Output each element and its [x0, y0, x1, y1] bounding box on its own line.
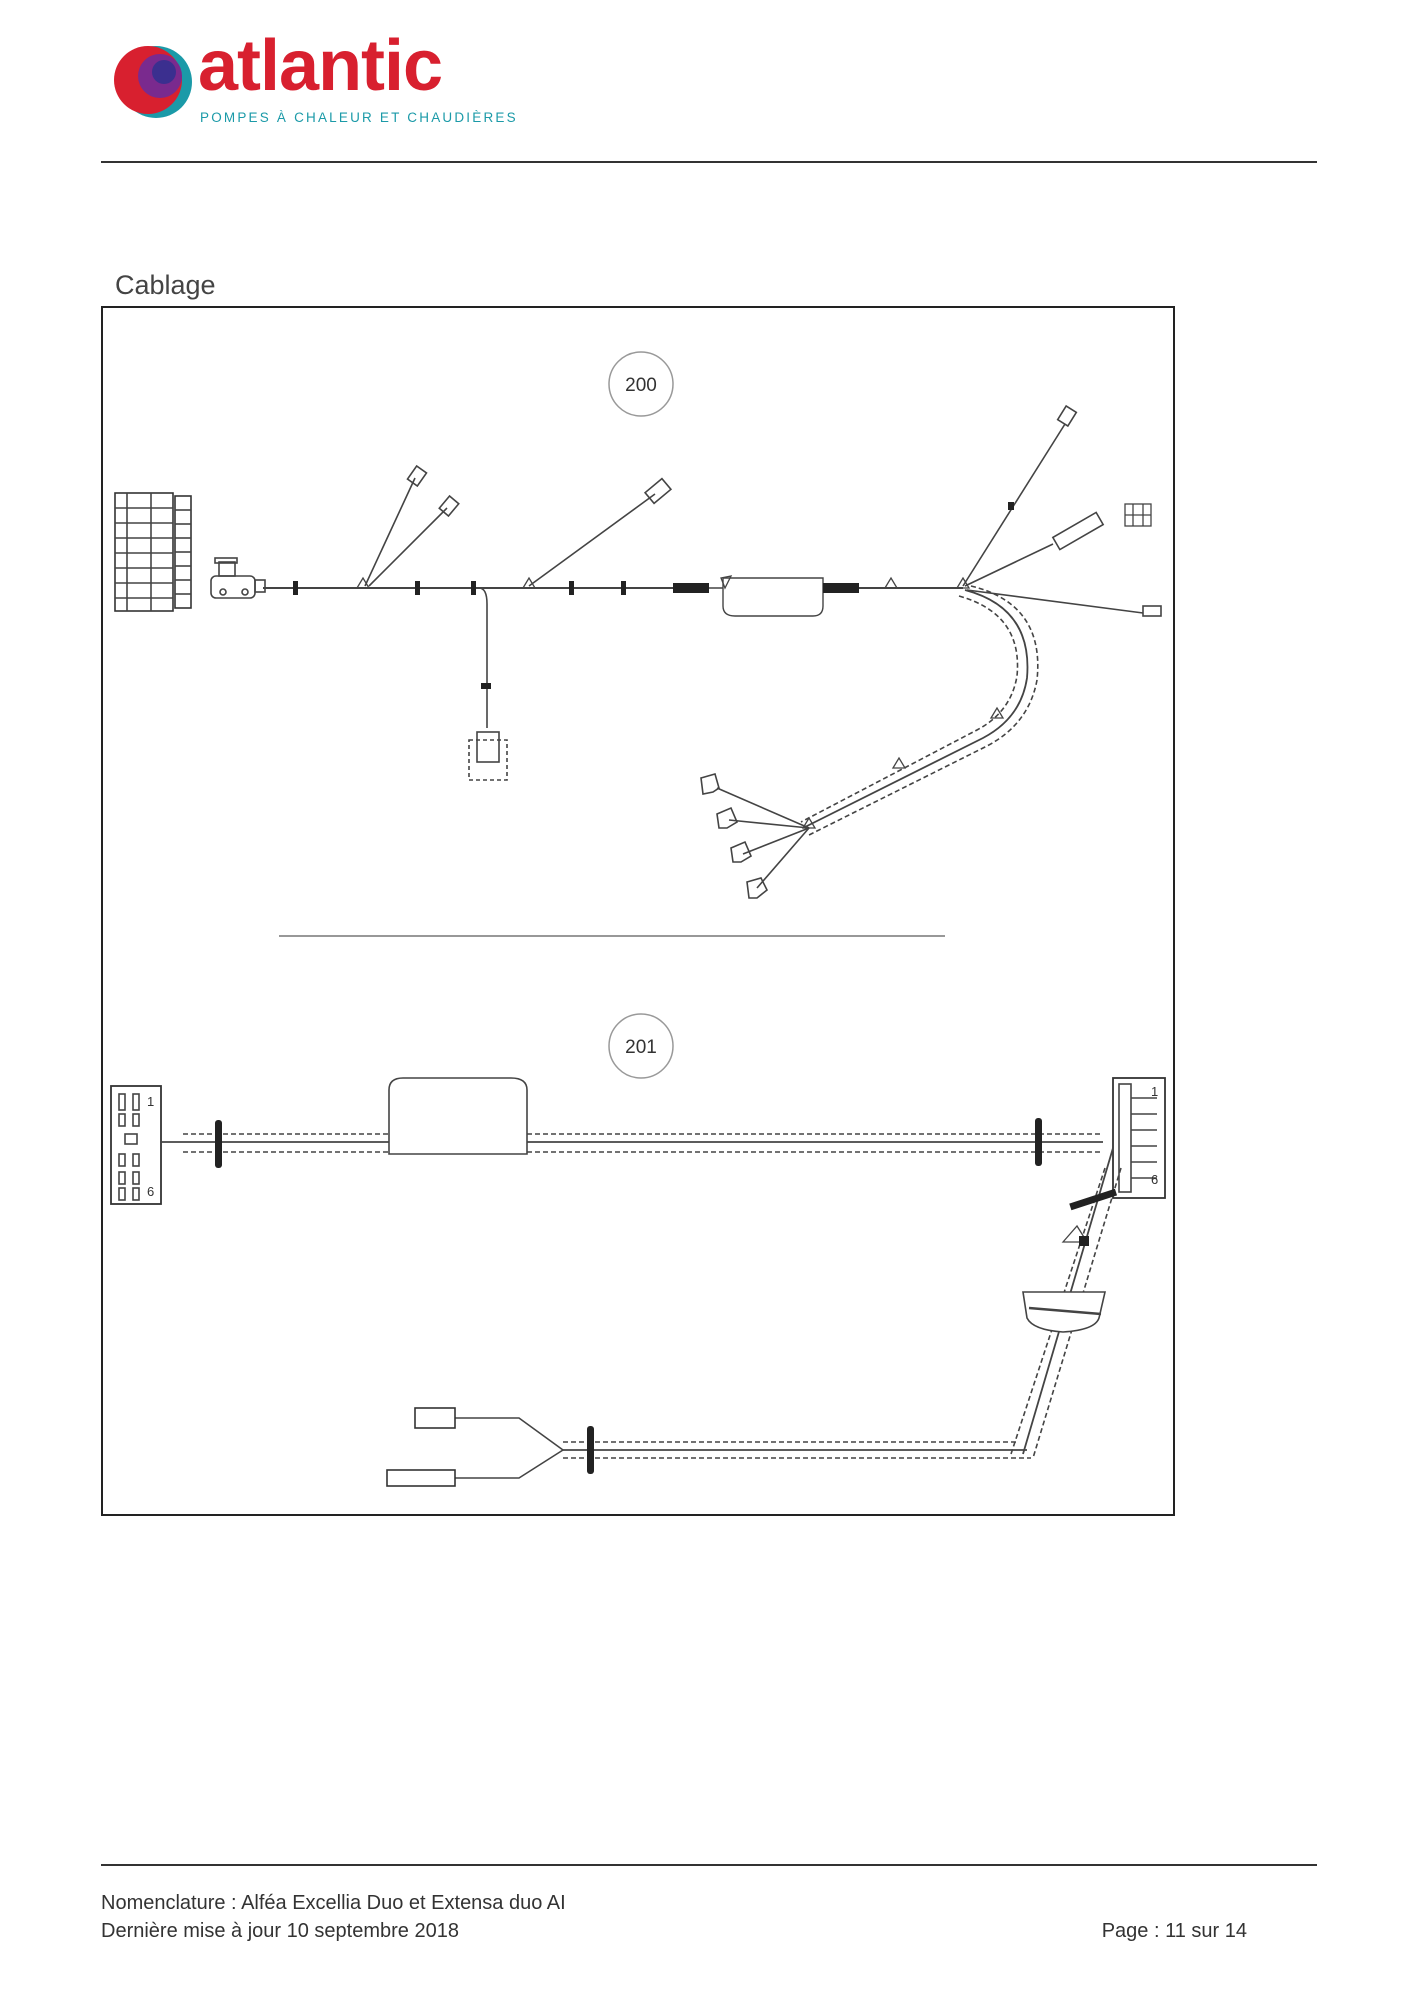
- pin-label-left-6: 6: [147, 1184, 154, 1199]
- ref-circle-200: [608, 351, 674, 417]
- pin-label-right-1: 1: [1151, 1084, 1158, 1099]
- brand-tagline: POMPES À CHALEUR ET CHAUDIÈRES: [200, 110, 518, 125]
- connector-left-200: [210, 557, 266, 599]
- footer-nomenclature: Nomenclature : Alféa Excellia Duo et Ext…: [101, 1892, 566, 1914]
- wiring-diagram-frame: 200 201 1 6 1 6: [101, 306, 1175, 1516]
- pin-label-right-6: 6: [1151, 1172, 1158, 1187]
- terminal-block-left-200: [114, 492, 192, 612]
- footer-rule: [101, 1864, 1317, 1866]
- wiring-diagram: 200 201 1 6 1 6: [110, 351, 1166, 1487]
- connector-block-left-201: [110, 1085, 162, 1205]
- connector-small-200: [1124, 503, 1152, 527]
- pin-label-left-1: 1: [147, 1094, 154, 1109]
- ref-circle-201: [608, 1013, 674, 1079]
- footer-updated: Dernière mise à jour 10 septembre 2018: [101, 1920, 459, 1942]
- section-title: Cablage: [115, 270, 216, 300]
- ref-label-201: 201: [625, 1037, 657, 1058]
- footer-page-number: Page : 11 sur 14: [1101, 1920, 1247, 1942]
- atlantic-logo: atlantic POMPES À CHALEUR ET CHAUDIÈRES: [112, 30, 516, 128]
- connector-block-right-201: [1112, 1077, 1166, 1199]
- header-rule: [101, 161, 1317, 163]
- brand-name: atlantic: [198, 26, 443, 106]
- logo-mark-icon: [114, 46, 192, 118]
- ref-label-200: 200: [625, 375, 657, 396]
